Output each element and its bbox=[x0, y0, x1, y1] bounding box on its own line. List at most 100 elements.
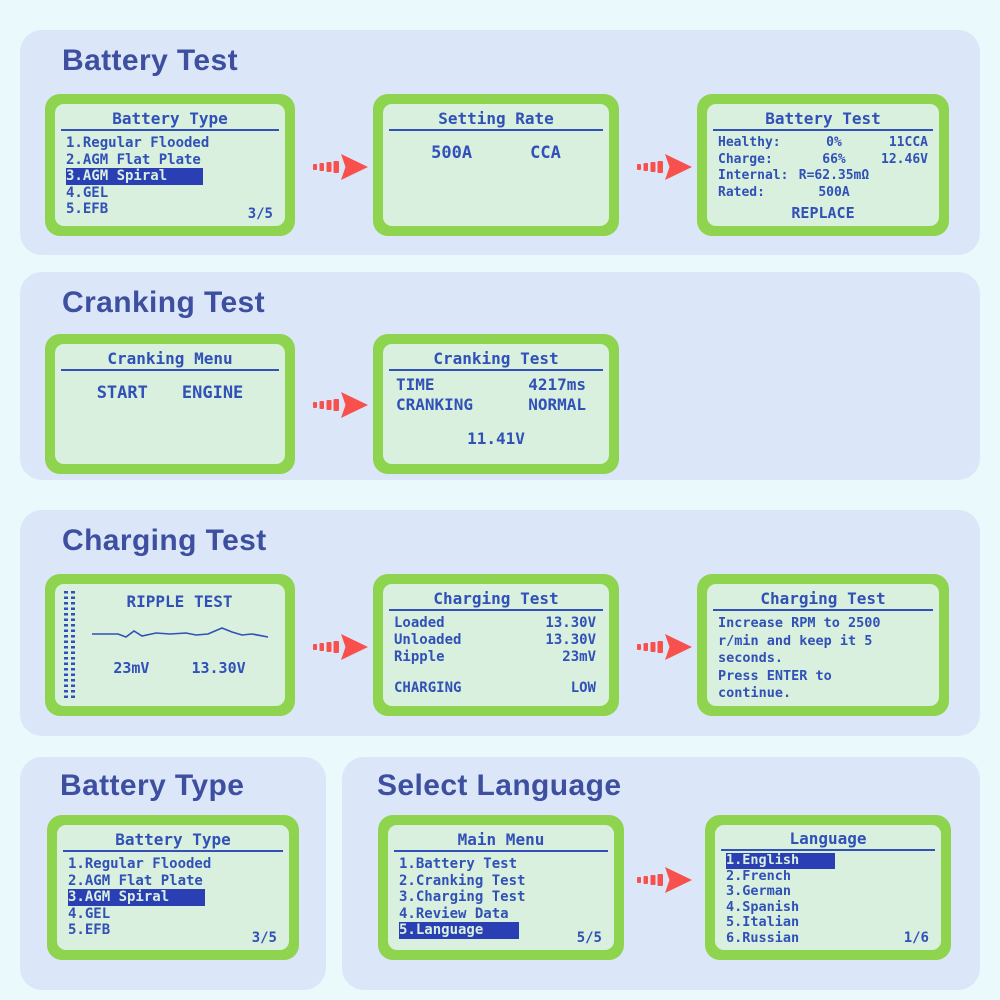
setting-rate-screen: Setting Rate 500A CCA bbox=[373, 94, 619, 236]
battery-type-section-title: Battery Type bbox=[60, 769, 245, 802]
row-label: Unloaded bbox=[394, 632, 462, 648]
result-row: Loaded 13.30V bbox=[394, 615, 598, 632]
charging-test-section-title: Charging Test bbox=[62, 524, 267, 557]
battery-type-menu-screen-2: Battery Type 1.Regular Flooded 2.AGM Fla… bbox=[47, 815, 299, 960]
battery-type-section: Battery Type Battery Type 1.Regular Floo… bbox=[20, 757, 326, 990]
row-extra bbox=[876, 185, 928, 202]
cranking-test-section-title: Cranking Test bbox=[62, 286, 266, 319]
battery-type-menu-screen: Battery Type 1.Regular Flooded 2.AGM Fla… bbox=[45, 94, 295, 236]
battery-test-section-title: Battery Test bbox=[62, 44, 238, 77]
flow-arrow-icon bbox=[313, 152, 369, 182]
lcd-title: Language bbox=[721, 829, 935, 851]
row-label: Healthy: bbox=[718, 135, 781, 150]
menu-item: 1.Regular Flooded bbox=[68, 856, 212, 872]
result-row: Charge: 66% 12.46V bbox=[718, 152, 928, 169]
battery-type-menu-lcd-2: Battery Type 1.Regular Flooded 2.AGM Fla… bbox=[57, 825, 289, 950]
cranking-menu-lcd: Cranking Menu START ENGINE bbox=[55, 344, 285, 464]
lcd-title: Cranking Test bbox=[389, 349, 603, 371]
menu-item: 2.Cranking Test bbox=[399, 872, 526, 889]
flow-arrow-icon bbox=[637, 865, 693, 895]
menu-item: 4.GEL bbox=[68, 905, 111, 922]
row-value: 23mV bbox=[562, 649, 596, 665]
select-language-section-title: Select Language bbox=[377, 769, 622, 802]
result-row: Ripple 23mV bbox=[394, 649, 598, 666]
menu-item-selected: 3.AGM Spiral bbox=[68, 889, 206, 906]
menu-item: 3.Charging Test bbox=[399, 889, 526, 905]
row-extra: 12.46V bbox=[881, 151, 928, 167]
lcd-title: RIPPLE TEST bbox=[126, 592, 233, 611]
rate-unit: CCA bbox=[530, 143, 561, 163]
flow-arrow-icon bbox=[313, 632, 369, 662]
instruction-line: Increase RPM to 2500 bbox=[718, 615, 881, 631]
ripple-voltage-value: 13.30V bbox=[191, 659, 246, 677]
lcd-title: Main Menu bbox=[394, 830, 608, 852]
menu-item: 5.Italian bbox=[726, 914, 800, 931]
row-value: R=62.35mΩ bbox=[798, 168, 870, 183]
select-language-section: Select Language Main Menu 1.Battery Test… bbox=[342, 757, 980, 990]
battery-test-result-screen: Battery Test Healthy: 0% 11CCA Charge: 6… bbox=[697, 94, 949, 236]
voltage-readout: 11.41V bbox=[467, 429, 525, 448]
row-label: TIME bbox=[396, 375, 435, 394]
row-label: Rated: bbox=[718, 184, 765, 200]
lcd-title: Setting Rate bbox=[389, 109, 603, 131]
lcd-title: Battery Type bbox=[61, 109, 279, 131]
row-value: 500A bbox=[818, 184, 850, 200]
lcd-title: Charging Test bbox=[713, 589, 933, 611]
charging-test-instruction-lcd: Charging Test Increase RPM to 2500 r/min… bbox=[707, 584, 939, 706]
row-label: Charge: bbox=[718, 151, 773, 167]
flow-arrow-icon bbox=[313, 390, 369, 420]
lcd-title: Cranking Menu bbox=[61, 349, 279, 371]
language-lcd: Language 1.English 2.French 3.German 4.S… bbox=[715, 825, 941, 950]
cranking-test-result-screen: Cranking Test TIME 4217ms CRANKING NORMA… bbox=[373, 334, 619, 474]
row-value: 66% bbox=[822, 151, 846, 167]
result-row: Rated: 500A bbox=[718, 185, 928, 202]
charging-test-instruction-screen: Charging Test Increase RPM to 2500 r/min… bbox=[697, 574, 949, 716]
menu-item: 5.EFB bbox=[66, 201, 109, 217]
charging-test-result-lcd: Charging Test Loaded 13.30V Unloaded 13.… bbox=[383, 584, 609, 706]
menu-item: 2.AGM Flat Plate bbox=[68, 872, 203, 889]
row-value: 4217ms bbox=[528, 375, 586, 394]
menu-item: 2.AGM Flat Plate bbox=[66, 151, 201, 168]
result-row: Internal: R=62.35mΩ bbox=[718, 168, 928, 185]
flow-arrow-icon bbox=[637, 632, 693, 662]
row-label: Internal: bbox=[718, 168, 789, 183]
rate-value: 500A bbox=[431, 143, 473, 163]
result-row: TIME 4217ms bbox=[394, 375, 598, 395]
row-value: NORMAL bbox=[528, 395, 586, 414]
menu-item: 2.French bbox=[726, 867, 792, 884]
page-indicator: 1/6 bbox=[903, 930, 929, 946]
row-label: Ripple bbox=[394, 649, 445, 665]
charging-test-result-screen: Charging Test Loaded 13.30V Unloaded 13.… bbox=[373, 574, 619, 716]
menu-item: 3.German bbox=[726, 883, 792, 900]
result-row: Unloaded 13.30V bbox=[394, 632, 598, 649]
battery-type-menu-lcd: Battery Type 1.Regular Flooded 2.AGM Fla… bbox=[55, 104, 285, 226]
lcd-title: Battery Type bbox=[63, 830, 283, 852]
page-indicator: 3/5 bbox=[251, 930, 277, 946]
menu-action-engine: ENGINE bbox=[181, 383, 244, 403]
row-extra bbox=[876, 168, 928, 185]
row-value: 13.30V bbox=[545, 632, 596, 648]
menu-item-selected: 1.English bbox=[726, 852, 836, 869]
page-indicator: 3/5 bbox=[247, 206, 273, 222]
menu-item: 4.Spanish bbox=[726, 898, 800, 915]
instruction-line: r/min and keep it 5 bbox=[718, 632, 873, 649]
ripple-waveform bbox=[85, 621, 274, 647]
main-menu-lcd: Main Menu 1.Battery Test 2.Cranking Test… bbox=[388, 825, 614, 950]
lcd-title: Charging Test bbox=[389, 589, 603, 611]
status-row: CHARGING LOW bbox=[394, 680, 598, 697]
menu-item: 6.Russian bbox=[726, 929, 800, 946]
language-screen: Language 1.English 2.French 3.German 4.S… bbox=[705, 815, 951, 960]
page-indicator: 5/5 bbox=[576, 930, 602, 946]
menu-item-selected: 3.AGM Spiral bbox=[66, 168, 204, 185]
menu-item: 5.EFB bbox=[68, 922, 111, 938]
lcd-title: Battery Test bbox=[713, 109, 933, 131]
instruction-line: continue. bbox=[718, 685, 792, 701]
charging-test-section: Charging Test RIPPLE TEST 23mV 13.30V bbox=[20, 510, 980, 736]
menu-item: 1.Regular Flooded bbox=[66, 135, 210, 151]
row-value: 0% bbox=[826, 135, 842, 150]
status-label: CHARGING bbox=[394, 680, 462, 696]
ripple-scale-icon bbox=[64, 591, 75, 699]
flow-arrow-icon bbox=[637, 152, 693, 182]
status-value: LOW bbox=[570, 680, 596, 696]
ripple-test-screen: RIPPLE TEST 23mV 13.30V bbox=[45, 574, 295, 716]
